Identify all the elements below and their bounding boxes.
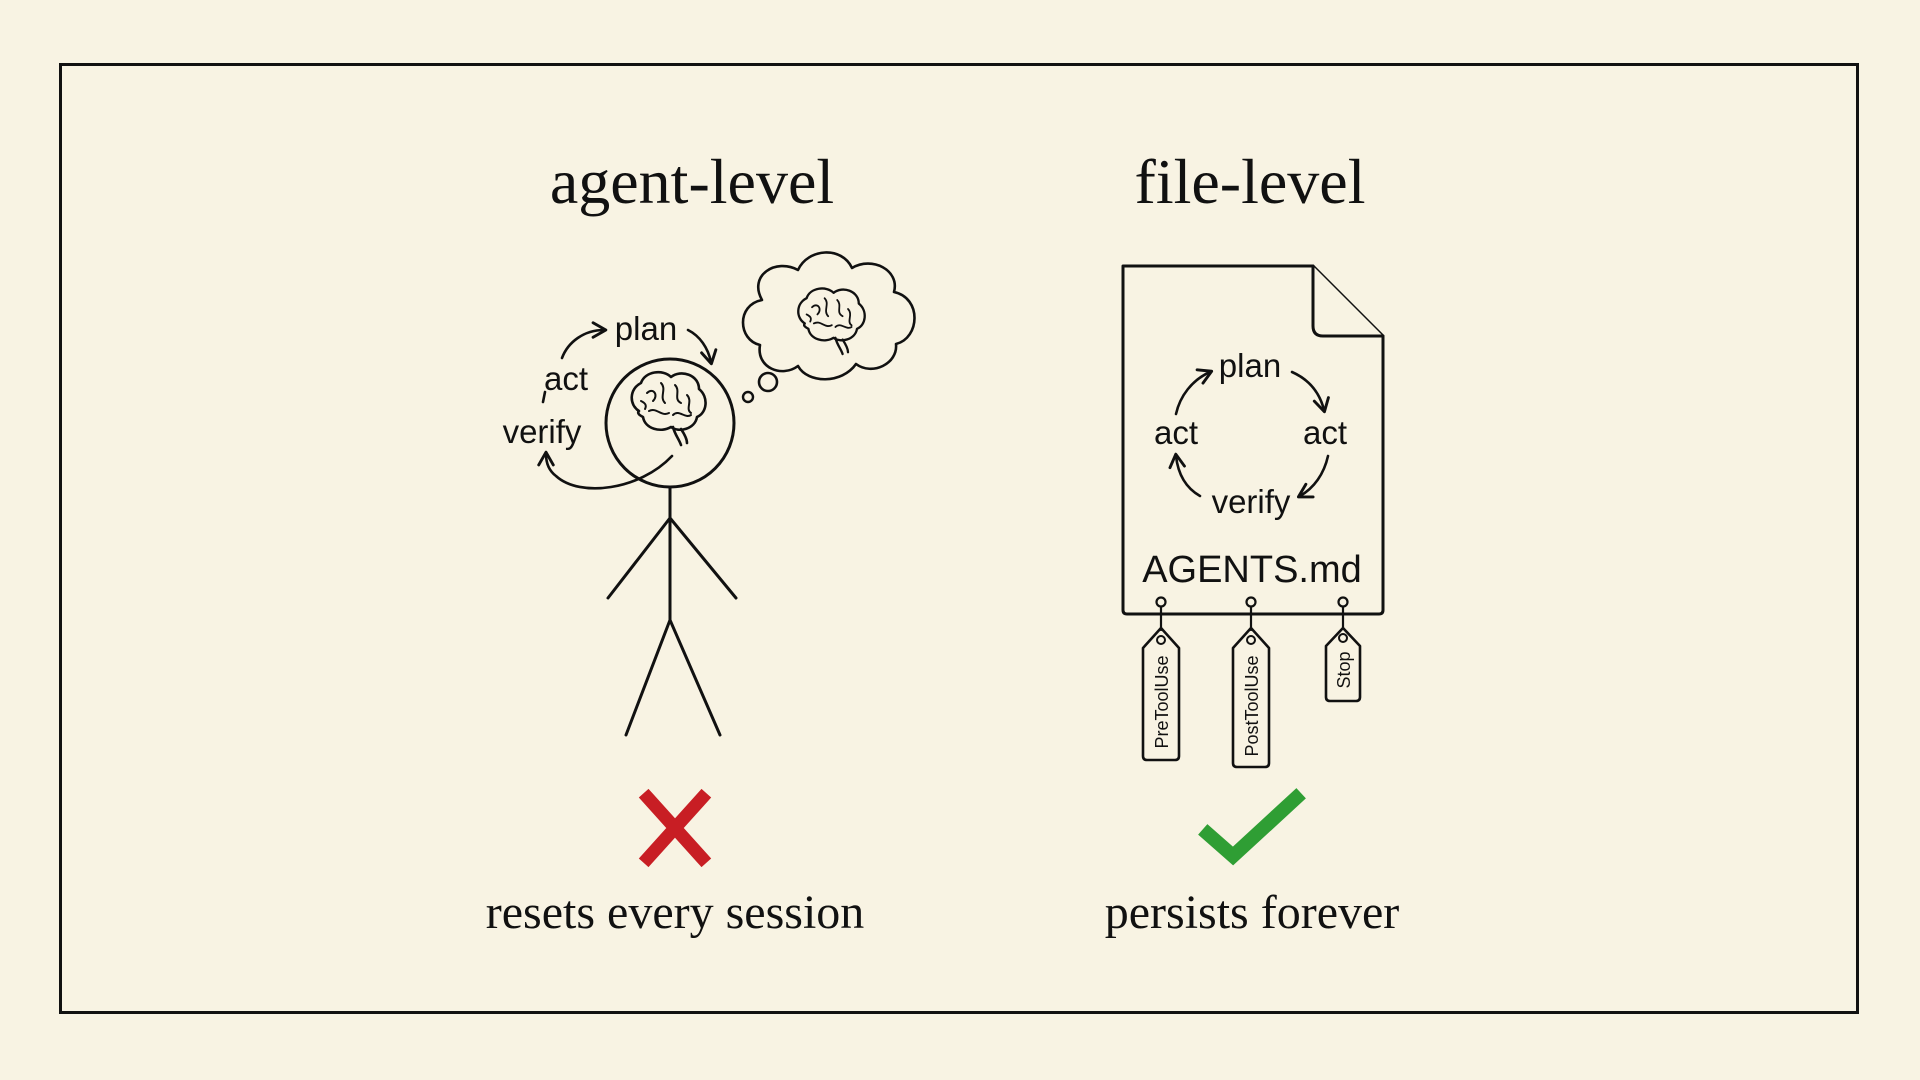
file-cycle-act-left-label: act: [1154, 414, 1198, 451]
agent-cycle-plan-label: plan: [615, 310, 677, 347]
tag-posttooluse: PostToolUse: [1231, 596, 1271, 769]
file-level-status: persists forever: [1105, 886, 1400, 939]
tag-stop-label: Stop: [1334, 651, 1354, 688]
red-x-icon: [638, 788, 712, 868]
stick-figure-icon: [604, 357, 738, 737]
filename-label: AGENTS.md: [1142, 549, 1362, 591]
file-cycle-act-right-label: act: [1303, 414, 1347, 451]
agent-cycle-act-label: act: [544, 360, 588, 397]
file-level-title: file-level: [1135, 146, 1366, 217]
green-check-icon: [1198, 788, 1306, 866]
tag-posttooluse-label: PostToolUse: [1242, 655, 1262, 756]
thought-bubble-icon: [741, 251, 916, 404]
diagram-frame: [59, 63, 1859, 1014]
file-cycle-plan-label: plan: [1219, 347, 1281, 384]
document-icon: [1121, 264, 1385, 616]
tag-pretooluse-label: PreToolUse: [1152, 655, 1172, 748]
file-cycle-verify-label: verify: [1212, 483, 1291, 520]
agent-cycle-arrows: [537, 321, 718, 490]
agent-cycle-verify-label: verify: [503, 413, 582, 450]
tag-pretooluse: PreToolUse: [1141, 596, 1181, 762]
agent-level-status: resets every session: [486, 886, 865, 939]
agent-level-title: agent-level: [550, 146, 834, 217]
tag-stop: Stop: [1324, 596, 1362, 703]
file-cycle-arrows: [1168, 368, 1330, 499]
